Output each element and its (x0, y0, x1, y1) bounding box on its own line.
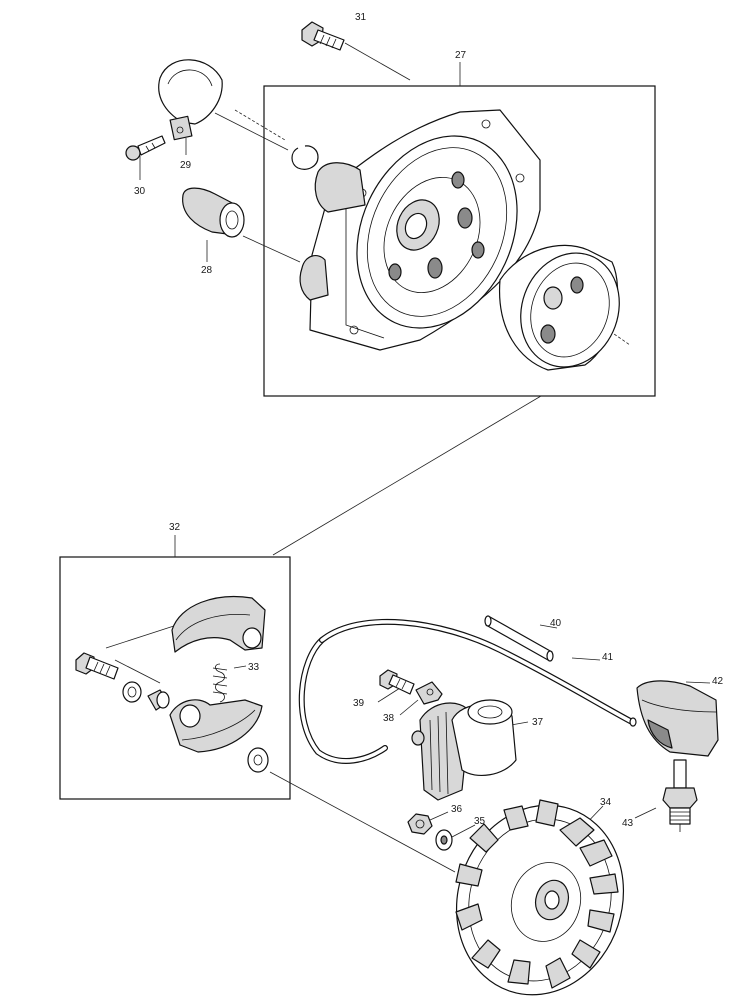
part-31-bolt (301, 21, 345, 51)
part-32-spacer (147, 689, 170, 711)
part-43-spark-plug (662, 759, 698, 832)
part-42-plug-cap (636, 680, 719, 757)
label-30: 30 (134, 186, 146, 197)
part-32-clutch-shoe-top (171, 595, 266, 653)
label-43: 43 (622, 818, 634, 829)
label-42: 42 (712, 676, 724, 687)
part-32-clutch-shoe-bottom (169, 699, 263, 753)
label-36: 36 (451, 804, 463, 815)
circlip (291, 145, 319, 170)
part-32-washer-left (122, 681, 142, 703)
label-28: 28 (201, 265, 213, 276)
part-35-washer (435, 829, 453, 851)
label-40: 40 (550, 618, 562, 629)
part-33-spring (212, 663, 228, 703)
part-32-washer-right (247, 747, 269, 773)
part-34-flywheel (455, 799, 625, 996)
part-30-screw (125, 135, 166, 161)
label-27: 27 (455, 50, 467, 61)
label-39: 39 (353, 698, 365, 709)
part-40-tube-sleeve (484, 615, 554, 662)
label-41: 41 (602, 652, 614, 663)
part-41-fuel-tube (298, 618, 637, 764)
label-37: 37 (532, 717, 544, 728)
part-37-ignition-coil (411, 699, 517, 801)
leader-lines (105, 42, 711, 873)
label-34: 34 (600, 797, 612, 808)
part-27-clutch-housing (299, 109, 541, 351)
part-28-bushing (182, 187, 245, 238)
label-32: 32 (169, 522, 181, 533)
part-29-clamp-band (158, 59, 223, 141)
part-labels: 31 27 29 30 28 32 33 40 41 42 39 38 37 3… (134, 12, 724, 829)
part-38-terminal (415, 681, 443, 705)
label-33: 33 (248, 662, 260, 673)
label-35: 35 (474, 816, 486, 827)
part-36-nut (407, 813, 433, 835)
part-39-screw (379, 669, 415, 695)
part-32-shoe-bolt (75, 652, 119, 680)
clutch-drum (498, 244, 620, 371)
label-31: 31 (355, 12, 367, 23)
group-box-27 (263, 85, 656, 397)
label-38: 38 (383, 713, 395, 724)
label-29: 29 (180, 160, 192, 171)
